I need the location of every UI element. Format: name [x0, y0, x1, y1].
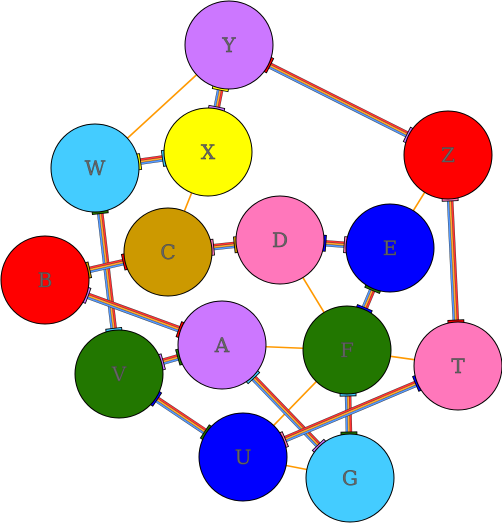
- node-d[interactable]: D: [235, 195, 325, 285]
- node-label: E: [383, 236, 398, 260]
- edge-e-f: [361, 287, 376, 311]
- node-label: U: [235, 445, 252, 469]
- node-circle: [403, 110, 493, 200]
- node-f[interactable]: F: [302, 305, 392, 395]
- node-circle: [177, 300, 267, 390]
- edge-c-d: [211, 241, 237, 251]
- node-circle: [74, 329, 164, 419]
- edge-u-t: [282, 380, 419, 443]
- edge-z-e: [412, 191, 426, 212]
- edge-z-t: [446, 198, 460, 323]
- node-x[interactable]: X: [163, 107, 253, 197]
- node-u[interactable]: U: [198, 412, 288, 502]
- node-label: T: [451, 354, 465, 378]
- node-label: B: [38, 268, 53, 292]
- node-e[interactable]: E: [345, 203, 435, 293]
- edge-v-a: [160, 353, 181, 366]
- node-label: W: [85, 156, 106, 180]
- node-circle: [123, 207, 213, 297]
- node-circle: [198, 412, 288, 502]
- node-label: D: [272, 228, 288, 252]
- edge-f-t: [390, 355, 415, 361]
- edge-y-x: [213, 87, 224, 110]
- node-label: F: [340, 338, 354, 362]
- edges-layer: [85, 61, 460, 471]
- node-circle: [302, 305, 392, 395]
- node-circle: [163, 107, 253, 197]
- node-circle: [184, 0, 274, 90]
- edge-a-g: [250, 374, 322, 449]
- node-label: G: [342, 466, 358, 490]
- edge-y-z: [266, 61, 411, 139]
- node-label: A: [214, 333, 230, 357]
- edge-d-f: [302, 277, 325, 313]
- edge-w-x: [138, 154, 165, 166]
- node-g[interactable]: G: [305, 433, 395, 523]
- edge-b-c: [87, 258, 126, 274]
- node-a[interactable]: A: [177, 300, 267, 390]
- node-circle: [235, 195, 325, 285]
- edge-u-g: [286, 464, 307, 471]
- node-circle: [0, 235, 90, 325]
- node-c[interactable]: C: [123, 207, 213, 297]
- node-circle: [305, 433, 395, 523]
- edge-y-w: [126, 74, 198, 139]
- edge-w-v: [96, 211, 118, 331]
- node-circle: [413, 321, 502, 411]
- node-z[interactable]: Z: [403, 110, 493, 200]
- edge-a-f: [265, 345, 304, 350]
- edge-d-e: [323, 239, 347, 249]
- node-label: C: [160, 240, 175, 264]
- node-b[interactable]: B: [0, 235, 90, 325]
- edge-f-u: [273, 380, 317, 427]
- node-t[interactable]: T: [413, 321, 502, 411]
- node-circle: [345, 203, 435, 293]
- node-label: X: [201, 140, 216, 164]
- node-v[interactable]: V: [74, 329, 164, 419]
- edge-v-u: [153, 395, 209, 436]
- node-circle: [50, 123, 140, 213]
- edge-b-a: [85, 292, 182, 333]
- node-label: Y: [221, 33, 236, 57]
- node-y[interactable]: Y: [184, 0, 274, 90]
- node-label: V: [111, 362, 127, 386]
- node-w[interactable]: W: [50, 123, 140, 213]
- node-label: Z: [441, 143, 455, 167]
- edge-x-c: [183, 192, 193, 212]
